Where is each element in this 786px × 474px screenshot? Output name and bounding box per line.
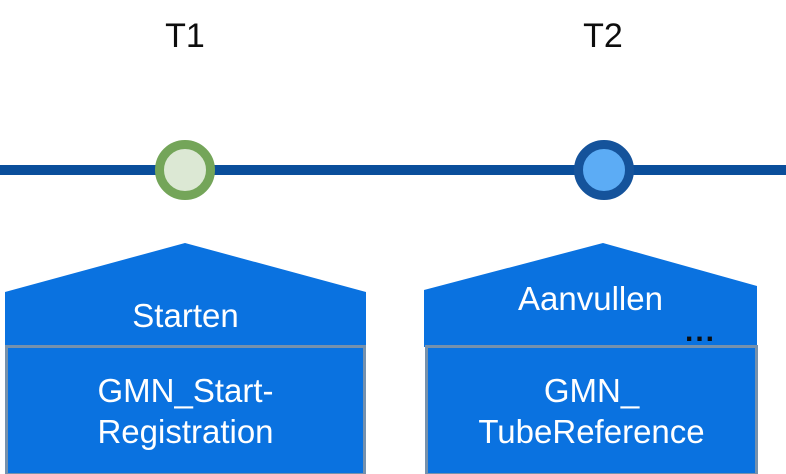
entity-box-supplement[interactable]: GMN_ TubeReference xyxy=(425,345,758,474)
period-label-t1: T1 xyxy=(165,17,205,55)
pennant-shape-supplement xyxy=(419,240,762,350)
entity-box-start[interactable]: GMN_Start-Registration xyxy=(5,345,366,474)
pennant-polygon-start xyxy=(5,243,366,347)
timeline-node-t1[interactable] xyxy=(155,140,215,200)
milestone-ellipsis-supplement: ... xyxy=(685,315,717,348)
timeline-node-t2[interactable] xyxy=(574,140,634,200)
milestone-action-label-supplement: Aanvullen xyxy=(518,280,663,317)
pennant-polygon-supplement xyxy=(424,243,757,347)
timeline-axis xyxy=(0,165,786,175)
pennant-shape-start xyxy=(0,240,371,350)
period-label-t2: T2 xyxy=(583,17,623,55)
milestone-action-label-start: Starten xyxy=(132,297,239,334)
